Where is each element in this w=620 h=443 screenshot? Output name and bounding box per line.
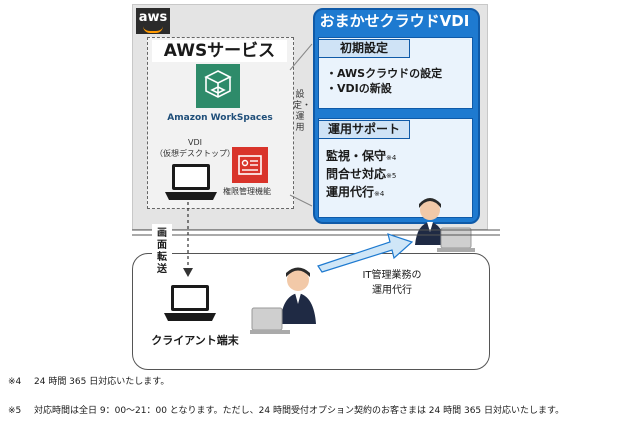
config-ops-label: 設定・運用	[293, 90, 312, 133]
it-ops-label: IT管理業務の 運用代行	[347, 268, 437, 298]
footnote-mark: ※5	[8, 406, 22, 416]
workspaces-label: Amazon WorkSpaces	[167, 113, 273, 123]
aws-smile-icon	[143, 26, 163, 33]
support-operator-figure	[415, 198, 475, 252]
auth-management-icon	[232, 147, 268, 183]
note-mark: ※4	[374, 190, 385, 198]
list-item: 問合せ対応※5	[326, 167, 397, 181]
auth-management-label: 権限管理機能	[223, 187, 271, 196]
client-terminal-label: クライアント端末	[151, 334, 239, 347]
vdi-title: VDI	[188, 138, 202, 147]
client-staff-figure	[250, 267, 316, 334]
list-item: 運用代行※4	[326, 185, 385, 199]
network-divider	[132, 229, 500, 236]
vdi-label: VDI （仮想デスクトップ）	[150, 137, 240, 159]
screen-transfer-label-bg	[152, 224, 172, 274]
ops-outsourcing-arrow	[317, 233, 414, 273]
omakase-vdi-title: おまかせクラウドVDI	[319, 12, 470, 30]
ops-support-list: 監視・保守※4 問合せ対応※5 運用代行※4	[326, 148, 396, 202]
footnote-text: 24 時間 365 日対応いたします。	[34, 377, 170, 387]
vdi-laptop-icon	[165, 164, 217, 200]
note-mark: ※4	[386, 154, 397, 162]
it-ops-label-line: IT管理業務の	[362, 270, 422, 281]
config-connector	[289, 43, 313, 207]
footnote-mark: ※4	[8, 377, 22, 387]
footnote-4: ※4 24 時間 365 日対応いたします。	[8, 374, 169, 390]
it-ops-label-line: 運用代行	[372, 285, 412, 296]
note-mark: ※5	[386, 172, 397, 180]
footnote-text: 対応時間は全日 9：00〜21：00 となります。ただし、24 時間受付オプショ…	[34, 406, 565, 416]
aws-services-title: AWSサービス	[152, 40, 287, 62]
list-item: 監視・保守※4	[326, 149, 397, 163]
initial-setup-list: ・AWSクラウドの設定 ・VDIの新設	[326, 66, 442, 96]
workspaces-icon	[196, 64, 240, 108]
aws-logo: aws	[136, 8, 170, 34]
screen-transfer-label: 画面転送	[157, 228, 167, 275]
aws-logo-text: aws	[138, 10, 168, 25]
screen-transfer-arrow	[183, 202, 193, 277]
vdi-subtitle: （仮想デスクトップ）	[155, 149, 235, 158]
footnote-5: ※5 対応時間は全日 9：00〜21：00 となります。ただし、24 時間受付オプ…	[8, 403, 618, 419]
client-laptop-icon	[164, 285, 216, 321]
list-item: ・VDIの新設	[326, 82, 392, 95]
initial-setup-heading: 初期設定	[318, 39, 410, 58]
ops-support-heading: 運用サポート	[318, 120, 410, 139]
list-item: ・AWSクラウドの設定	[326, 67, 443, 80]
